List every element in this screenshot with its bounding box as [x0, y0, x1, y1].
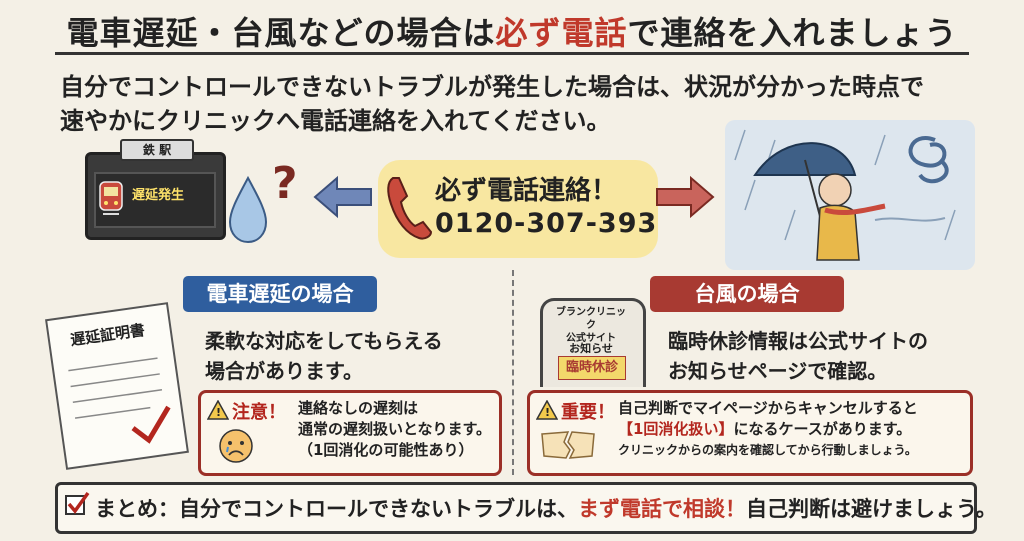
- summary-box: [55, 482, 977, 534]
- summary-prefix: まとめ：自分でコントロールできないトラブルは、: [95, 497, 578, 521]
- title-part2: で連絡を入れましょう: [627, 14, 958, 52]
- station-board: [94, 172, 216, 228]
- torn-ticket-icon: [541, 431, 595, 459]
- summary-highlight: まず電話で相談！: [578, 497, 746, 521]
- section-divider: [512, 270, 514, 475]
- svg-text:!: !: [216, 406, 221, 419]
- title-part1: 電車遅延・台風などの場合は: [66, 14, 496, 52]
- arrow-right-icon: [656, 175, 715, 219]
- caution-text: 連絡なしの遅刻は 通常の遅刻扱いとなります。 （1回消化の可能性あり）: [298, 398, 491, 461]
- call-label: 必ず電話連絡！: [435, 176, 618, 206]
- intro-line-2: 速やかにクリニックへ電話連絡を入れてください。: [60, 107, 611, 135]
- important-highlight: 【1回消化扱い】: [618, 420, 734, 438]
- svg-text:?: ?: [272, 158, 298, 209]
- checkbox-icon: [65, 491, 90, 515]
- warning-triangle-icon: !: [207, 400, 229, 420]
- typhoon-body-line-2: お知らせページで確認。: [668, 359, 888, 383]
- intro-text: 自分でコントロールできないトラブルが発生した場合は、状況が分かった時点で 速やか…: [60, 70, 980, 138]
- important-box: [527, 390, 973, 476]
- title-underline: [55, 52, 969, 55]
- page-title: 電車遅延・台風などの場合は必ず電話で連絡を入れましょう: [0, 8, 1024, 54]
- station-board-label: 遅延発生: [132, 188, 185, 203]
- phone-screen-notice: お知らせ: [569, 342, 613, 355]
- important-text: 自己判断でマイページからキャンセルすると 【1回消化扱い】になるケースがあります…: [618, 398, 963, 461]
- phone-screen-header: ブランクリニック 公式サイト: [553, 306, 629, 345]
- typhoon-body: 臨時休診情報は公式サイトの お知らせページで確認。: [668, 326, 928, 386]
- caution-line-2: 通常の遅刻扱いとなります。: [298, 420, 492, 438]
- worry-drop-icon: ?: [228, 158, 298, 244]
- phone-number[interactable]: 0120-307-393: [435, 208, 658, 239]
- train-icon: [99, 181, 123, 215]
- call-highlight-box: [378, 160, 658, 258]
- important-line-2-rest: になるケースがあります。: [733, 420, 912, 438]
- important-label: 重要！: [561, 402, 615, 423]
- phone-handset-icon: [387, 177, 433, 240]
- caution-label: 注意！: [232, 402, 286, 423]
- intro-line-1: 自分でコントロールできないトラブルが発生した場合は、状況が分かった時点で: [60, 73, 924, 101]
- delay-certificate: [45, 302, 189, 470]
- smartphone-illustration: [540, 298, 646, 387]
- arrow-left-icon: [313, 175, 372, 219]
- train-delay-body-line-1: 柔軟な対応をしてもらえる: [205, 329, 443, 353]
- summary-suffix: 自己判断は避けましょう。: [746, 497, 997, 521]
- caution-box: [198, 390, 502, 476]
- important-line-1: 自己判断でマイページからキャンセルすると: [618, 399, 918, 417]
- typhoon-illustration: [725, 120, 975, 270]
- important-line-2: 【1回消化扱い】になるケースがあります。: [618, 419, 963, 440]
- warning-triangle-icon-2: !: [536, 400, 558, 420]
- caution-line-3: （1回消化の可能性あり）: [298, 441, 474, 459]
- sad-face-icon: [219, 429, 253, 463]
- caution-line-1: 連絡なしの遅刻は: [298, 399, 419, 417]
- svg-text:!: !: [545, 406, 550, 419]
- summary-text: まとめ：自分でコントロールできないトラブルは、まず電話で相談！自己判断は避けまし…: [95, 493, 997, 523]
- phone-screen-closure: 臨時休診: [558, 356, 626, 380]
- train-delay-body-line-2: 場合があります。: [205, 359, 363, 383]
- title-highlight: 必ず電話: [495, 14, 628, 52]
- station-sign-top: 鉄 駅: [120, 139, 194, 161]
- phone-screen-line-2: 公式サイト: [566, 333, 616, 344]
- important-line-3: クリニックからの案内を確認してから行動しましょう。: [618, 443, 917, 457]
- typhoon-body-line-1: 臨時休診情報は公式サイトの: [668, 329, 928, 353]
- train-delay-body: 柔軟な対応をしてもらえる 場合があります。: [205, 326, 443, 386]
- phone-screen-line-1: ブランクリニック: [556, 307, 626, 331]
- typhoon-header: 台風の場合: [650, 276, 844, 312]
- train-delay-header: 電車遅延の場合: [183, 276, 377, 312]
